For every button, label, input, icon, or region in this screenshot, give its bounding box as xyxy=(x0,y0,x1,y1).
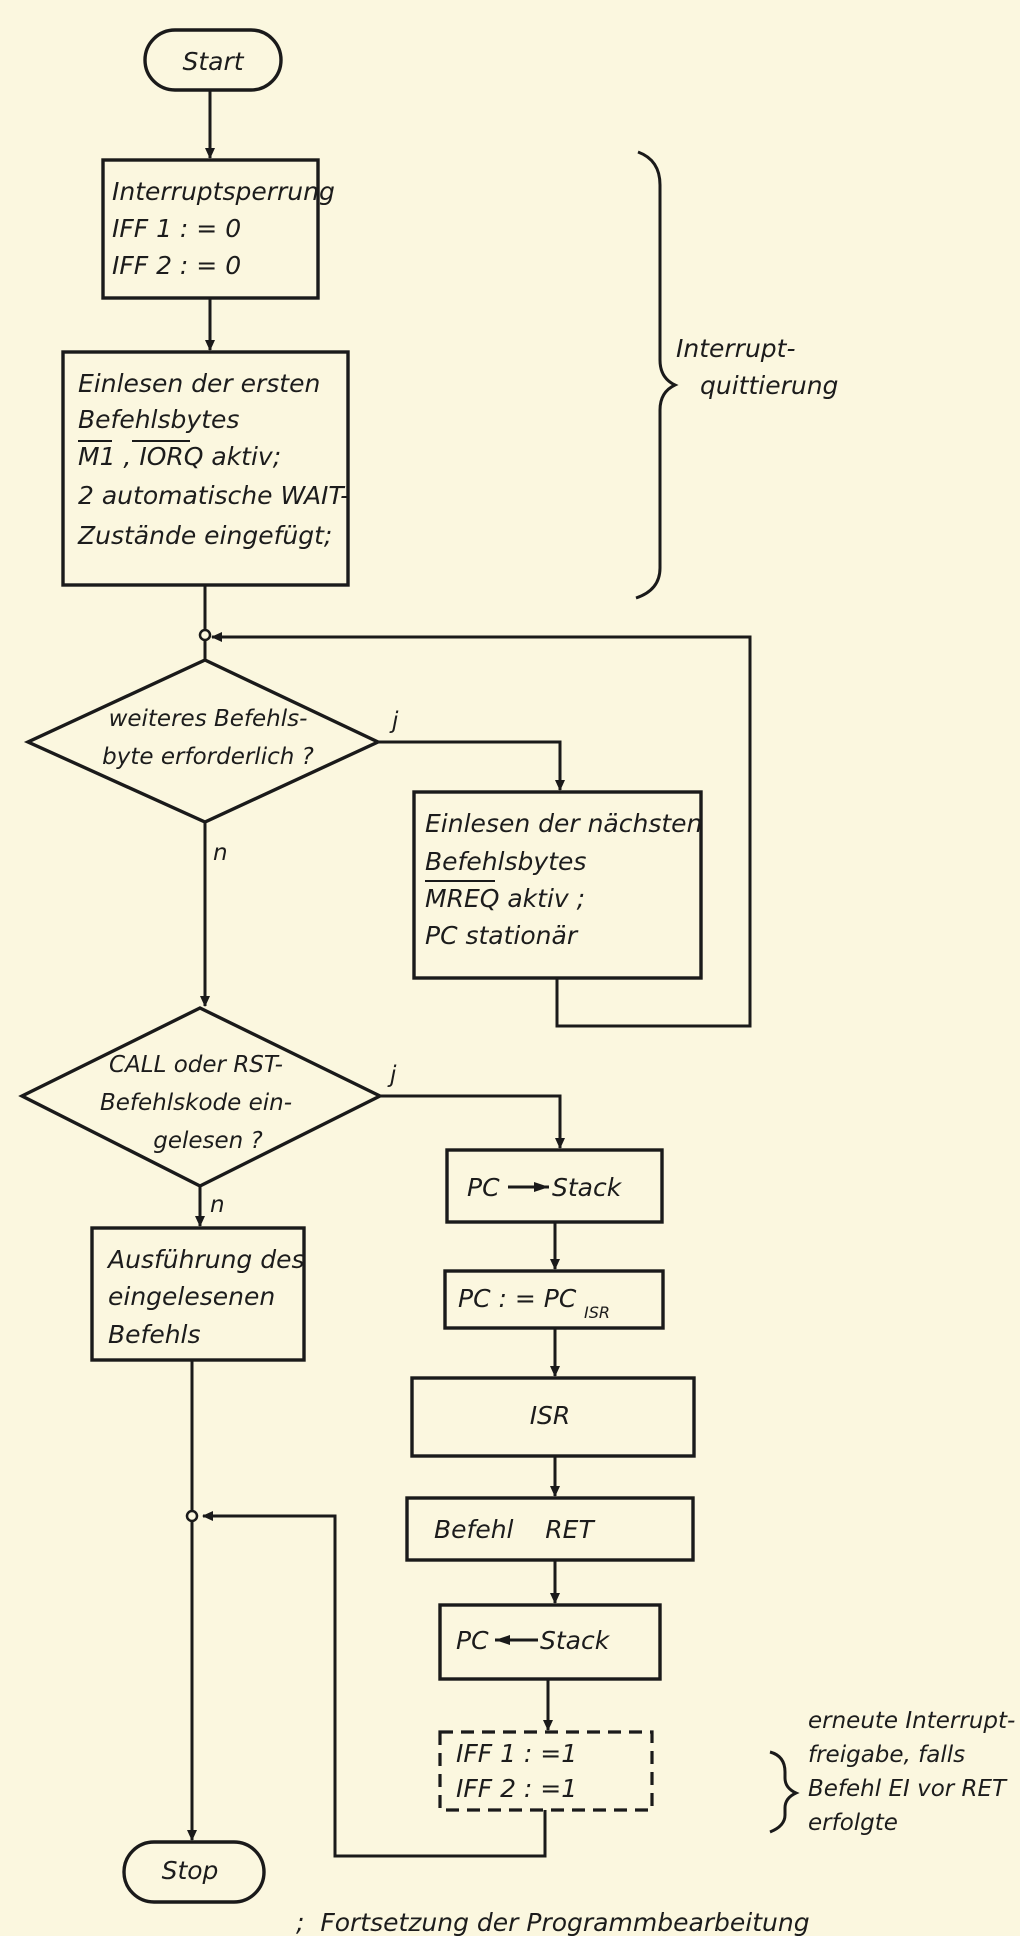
box-disable-line: Interruptsperrung xyxy=(112,177,335,206)
decision-call-line: Befehlskode ein- xyxy=(100,1090,292,1116)
junction-circle xyxy=(198,628,212,642)
box-read-next-line: MREQ aktiv ; xyxy=(425,884,585,913)
read-next-box: Einlesen der nächsten Befehlsbytes MREQ … xyxy=(412,790,703,980)
reenable-box: IFF 1 : =1 IFF 2 : =1 xyxy=(438,1730,654,1812)
box-read-first-line: Befehlsbytes xyxy=(78,405,239,434)
box-execute-line: Ausführung des xyxy=(106,1245,305,1274)
box-read-first-line: Einlesen der ersten xyxy=(78,369,320,398)
push-pc-box: PC Stack xyxy=(445,1148,664,1224)
connectors xyxy=(185,90,752,1858)
pop-left-label: PC xyxy=(456,1626,489,1655)
branch-no-label: n xyxy=(210,1192,225,1218)
decision-call-rst: CALL oder RST- Befehlskode ein- gelesen … xyxy=(18,1006,397,1218)
box-read-first-line: M1 , IORQ aktiv; xyxy=(78,442,281,471)
start-terminal: Start xyxy=(143,28,283,92)
stop-label: Stop xyxy=(162,1856,219,1885)
ret-box: Befehl RET xyxy=(405,1496,695,1562)
box-read-next-line: Einlesen der nächsten xyxy=(425,809,702,838)
read-first-box: Einlesen der ersten Befehlsbytes M1 , IO… xyxy=(61,350,350,587)
note-reenable-line: freigabe, falls xyxy=(808,1742,965,1768)
reenable-line: IFF 1 : =1 xyxy=(456,1739,577,1768)
pop-pc-box: PC Stack xyxy=(438,1603,662,1681)
decision-call-line: CALL oder RST- xyxy=(109,1052,283,1078)
stop-terminal: Stop xyxy=(122,1840,266,1904)
box-read-first-line: 2 automatische WAIT- xyxy=(78,481,349,510)
junction-circle xyxy=(185,1509,199,1523)
push-right-label: Stack xyxy=(552,1173,623,1202)
interrupt-disable-box: Interruptsperrung IFF 1 : = 0 IFF 2 : = … xyxy=(101,158,335,300)
branch-yes-label: j xyxy=(387,1062,397,1088)
decision-more-bytes: weiteres Befehls- byte erforderlich ? j … xyxy=(23,658,399,866)
isr-label: ISR xyxy=(530,1401,571,1430)
brace-interrupt-ack: Interrupt- quittierung xyxy=(635,150,838,600)
box-disable-line: IFF 1 : = 0 xyxy=(112,214,241,243)
note-reenable-line: erneute Interrupt- xyxy=(808,1708,1015,1734)
note-reenable-line: Befehl EI vor RET xyxy=(808,1776,1008,1802)
pop-right-label: Stack xyxy=(540,1626,611,1655)
decision-call-line: gelesen ? xyxy=(153,1128,263,1154)
pc-isr-subscript: ISR xyxy=(584,1303,610,1322)
box-read-next-line: PC stationär xyxy=(425,921,579,950)
decision-more-line: weiteres Befehls- xyxy=(109,706,308,732)
decision-more-line: byte erforderlich ? xyxy=(102,744,314,770)
continuation-caption: ; Fortsetzung der Programmbearbeitung xyxy=(296,1908,810,1936)
isr-box: ISR xyxy=(410,1376,696,1458)
start-label: Start xyxy=(182,47,244,76)
note-ack-line: Interrupt- xyxy=(676,334,796,363)
note-reenable-line: erfolgte xyxy=(808,1810,898,1836)
box-disable-line: IFF 2 : = 0 xyxy=(112,251,241,280)
pc-isr-label: PC : = PC xyxy=(458,1284,577,1313)
push-left-label: PC xyxy=(467,1173,500,1202)
box-read-first-line: Zustände eingefügt; xyxy=(77,521,332,550)
reenable-line: IFF 2 : =1 xyxy=(456,1774,577,1803)
brace-reenable: erneute Interrupt- freigabe, falls Befeh… xyxy=(769,1708,1015,1836)
ret-label: Befehl RET xyxy=(434,1515,595,1544)
box-execute-line: eingelesenen xyxy=(108,1282,275,1311)
pc-isr-box: PC : = PC ISR xyxy=(443,1269,665,1330)
box-read-next-line: Befehlsbytes xyxy=(425,847,586,876)
note-ack-line: quittierung xyxy=(700,371,838,400)
execute-box: Ausführung des eingelesenen Befehls xyxy=(90,1226,306,1362)
branch-no-label: n xyxy=(213,840,228,866)
box-execute-line: Befehls xyxy=(108,1320,201,1349)
branch-yes-label: j xyxy=(389,708,399,734)
